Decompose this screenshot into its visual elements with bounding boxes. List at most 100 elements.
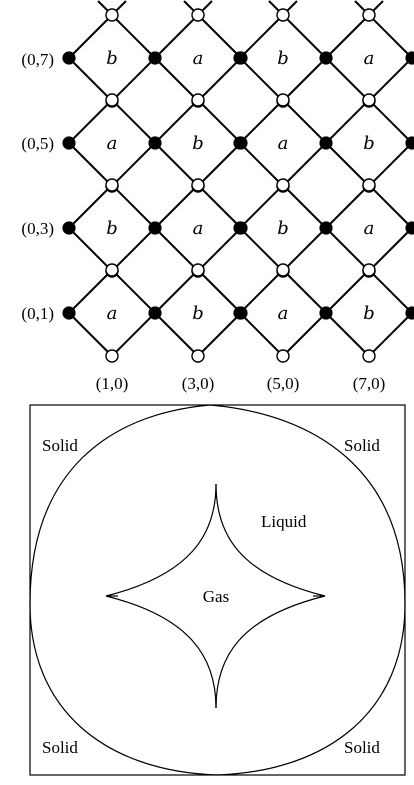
filled-site-node bbox=[233, 136, 247, 150]
row-label-0-1: (0,1) bbox=[21, 304, 54, 323]
open-site-node bbox=[191, 263, 205, 277]
open-site-node bbox=[276, 178, 290, 192]
filled-site-node bbox=[319, 221, 333, 235]
open-site-node bbox=[362, 8, 376, 22]
lattice-edge bbox=[368, 99, 413, 144]
lattice-edge bbox=[197, 57, 242, 102]
open-site-node bbox=[276, 263, 290, 277]
lattice-edge bbox=[68, 312, 113, 357]
column-label-5-0: (5,0) bbox=[267, 374, 300, 393]
lattice-cell-label: b bbox=[277, 48, 289, 69]
lattice-edge bbox=[197, 142, 242, 187]
open-site-node bbox=[105, 263, 119, 277]
gas-label: Gas bbox=[203, 587, 229, 606]
row-label-0-7: (0,7) bbox=[21, 50, 54, 69]
lattice-edge bbox=[239, 14, 284, 59]
filled-site-node bbox=[405, 136, 414, 150]
lattice-edge bbox=[325, 142, 370, 187]
solid-liquid-boundary bbox=[29, 404, 406, 776]
lattice-edge bbox=[68, 184, 113, 229]
lattice-edge bbox=[325, 269, 370, 314]
lattice-edge bbox=[68, 57, 113, 102]
lattice-edge bbox=[282, 99, 327, 144]
lattice-edge bbox=[368, 142, 413, 187]
lattice-edge bbox=[197, 269, 242, 314]
lattice-cell-label: a bbox=[107, 303, 118, 324]
lattice-cell-label: b bbox=[192, 303, 204, 324]
lattice-edge bbox=[239, 184, 284, 229]
filled-site-node bbox=[233, 306, 247, 320]
open-site-node bbox=[105, 8, 119, 22]
open-site-node bbox=[105, 93, 119, 107]
lattice-cell-label: b bbox=[363, 133, 375, 154]
lattice-edge bbox=[68, 142, 113, 187]
phase-diagram: Solid Solid Solid Solid Liquid Gas bbox=[29, 404, 406, 776]
lattice-cell-label: a bbox=[364, 48, 375, 69]
open-site-node bbox=[191, 349, 205, 363]
lattice-edge bbox=[154, 57, 199, 102]
lattice-edge bbox=[68, 99, 113, 144]
filled-site-node bbox=[62, 221, 76, 235]
filled-site-node bbox=[62, 51, 76, 65]
lattice-edge bbox=[282, 142, 327, 187]
lattice-edge bbox=[111, 14, 156, 59]
lattice-edge bbox=[68, 269, 113, 314]
open-site-node bbox=[105, 178, 119, 192]
row-label-0-5: (0,5) bbox=[21, 134, 54, 153]
lattice-edge bbox=[197, 14, 242, 59]
lattice-cell-label: a bbox=[364, 218, 375, 239]
lattice-edge bbox=[368, 312, 413, 357]
lattice-cell-label: b bbox=[192, 133, 204, 154]
lattice-edge bbox=[282, 14, 327, 59]
lattice-edge bbox=[154, 312, 199, 357]
open-site-node bbox=[191, 93, 205, 107]
lattice-edge bbox=[325, 312, 370, 357]
filled-site-node bbox=[319, 136, 333, 150]
lattice-cell-label: b bbox=[106, 218, 118, 239]
lattice-edge bbox=[154, 142, 199, 187]
open-site-node bbox=[276, 8, 290, 22]
open-site-node bbox=[276, 349, 290, 363]
lattice-edge bbox=[239, 269, 284, 314]
column-label-3-0: (3,0) bbox=[182, 374, 215, 393]
filled-site-node bbox=[62, 136, 76, 150]
lattice-edge bbox=[325, 184, 370, 229]
lattice-edge bbox=[111, 142, 156, 187]
open-site-node bbox=[105, 349, 119, 363]
filled-site-node bbox=[319, 306, 333, 320]
lattice-edge bbox=[111, 312, 156, 357]
filled-site-node bbox=[148, 306, 162, 320]
lattice-edge bbox=[111, 57, 156, 102]
lattice-edge bbox=[154, 269, 199, 314]
solid-label-bottom-left: Solid bbox=[42, 738, 78, 757]
open-site-node bbox=[362, 349, 376, 363]
solid-label-top-right: Solid bbox=[344, 436, 380, 455]
lattice-edge bbox=[325, 14, 370, 59]
lattice-cell-label: a bbox=[107, 133, 118, 154]
filled-site-node bbox=[319, 51, 333, 65]
lattice-edge bbox=[282, 269, 327, 314]
open-site-node bbox=[362, 93, 376, 107]
lattice-edge bbox=[68, 227, 113, 272]
lattice-cell-label: a bbox=[278, 133, 289, 154]
solid-label-bottom-right: Solid bbox=[344, 738, 380, 757]
lattice-edge bbox=[197, 312, 242, 357]
lattice-edge bbox=[154, 184, 199, 229]
lattice-nodes bbox=[62, 8, 414, 363]
lattice-lines bbox=[68, 0, 413, 357]
filled-site-node bbox=[233, 221, 247, 235]
row-label-0-3: (0,3) bbox=[21, 219, 54, 238]
open-site-node bbox=[362, 178, 376, 192]
liquid-label: Liquid bbox=[261, 512, 307, 531]
lattice-cell-label: b bbox=[106, 48, 118, 69]
column-label-1-0: (1,0) bbox=[96, 374, 129, 393]
lattice-edge bbox=[68, 14, 113, 59]
filled-site-node bbox=[405, 51, 414, 65]
lattice-edge bbox=[325, 227, 370, 272]
lattice-edge bbox=[154, 14, 199, 59]
lattice-cell-label: b bbox=[363, 303, 375, 324]
solid-label-top-left: Solid bbox=[42, 436, 78, 455]
lattice-edge bbox=[239, 142, 284, 187]
